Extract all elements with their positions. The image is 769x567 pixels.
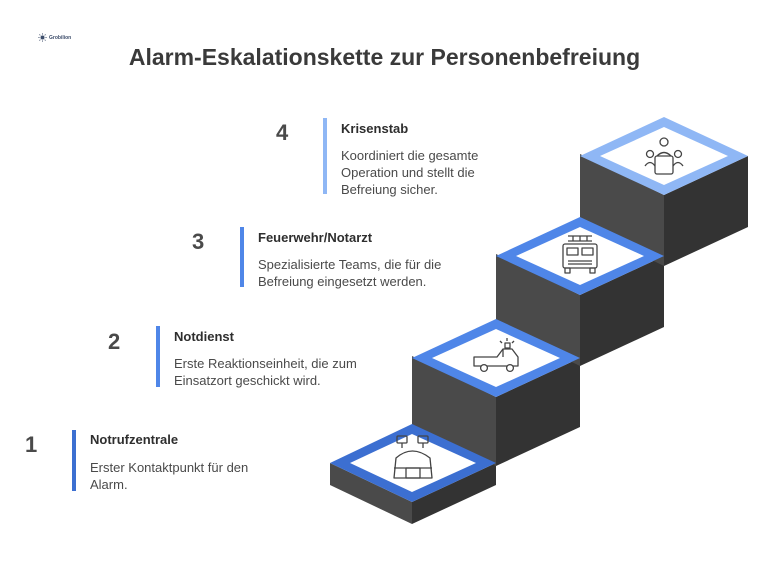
step-1-number: 1 xyxy=(25,432,38,457)
step-3-top xyxy=(496,217,664,295)
step-2-description: Erste Reaktionseinheit, die zum Einsatzo… xyxy=(174,356,357,388)
step-2-heading: Notdienst xyxy=(174,329,234,344)
step-4-accent-bar xyxy=(323,118,327,194)
step-3-heading: Feuerwehr/Notarzt xyxy=(258,230,373,245)
step-1-description: Erster Kontaktpunkt für den Alarm. xyxy=(90,460,249,492)
page-title: Alarm-Eskalationskette zur Personenbefre… xyxy=(128,44,641,70)
step-4-number: 4 xyxy=(276,120,289,145)
fire-truck-icon xyxy=(562,235,598,274)
step-2-accent-bar xyxy=(156,326,160,387)
step-3-number: 3 xyxy=(192,229,205,254)
logo: Grobilion xyxy=(38,33,71,42)
step-3-description: Spezialisierte Teams, die für die Befrei… xyxy=(258,257,442,289)
step-1-top xyxy=(330,424,496,502)
step-2-number: 2 xyxy=(108,329,121,354)
sun-logo-icon xyxy=(38,33,47,42)
step-1-heading: Notrufzentrale xyxy=(90,432,179,447)
step-2-top xyxy=(412,319,580,397)
meeting-table-icon xyxy=(644,137,684,175)
logo-text: Grobilion xyxy=(49,34,72,41)
step-1-accent-bar xyxy=(72,430,76,491)
step-4-heading: Krisenstab xyxy=(341,121,409,136)
call-center-icon xyxy=(393,435,433,479)
step-3-accent-bar xyxy=(240,227,244,287)
step-4-description: Koordiniert die gesamte Operation und st… xyxy=(341,148,479,197)
emergency-vehicle-icon xyxy=(473,338,519,373)
